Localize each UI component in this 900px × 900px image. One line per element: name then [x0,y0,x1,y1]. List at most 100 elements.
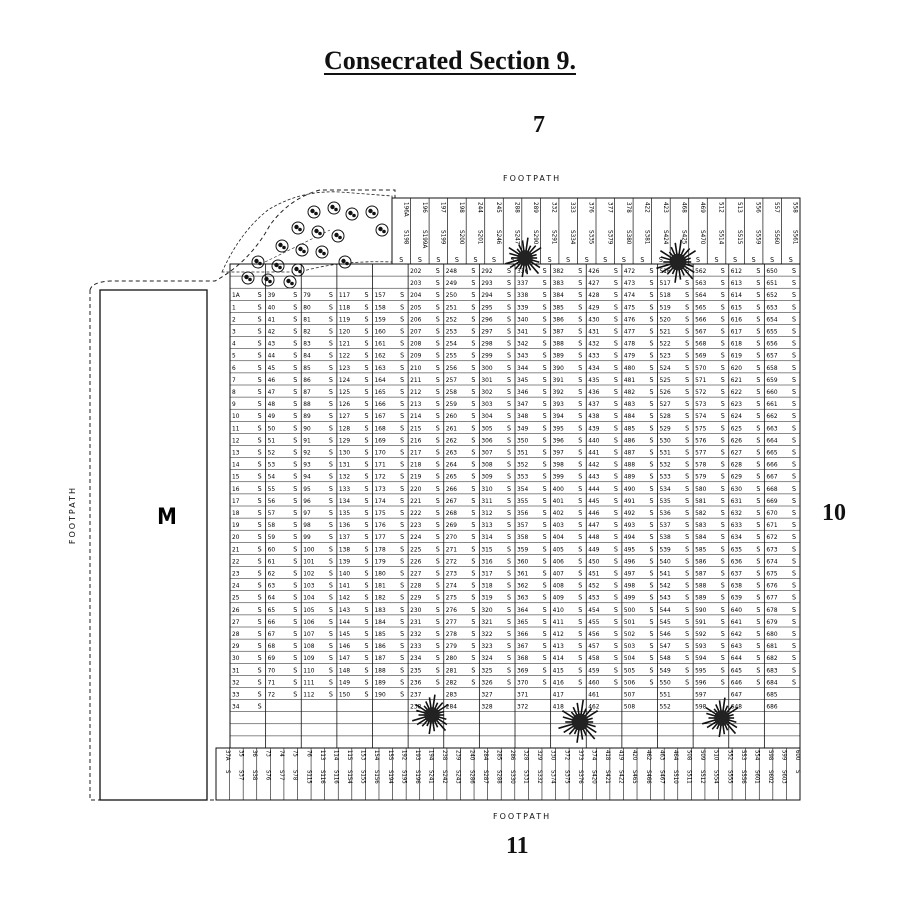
plot-number: 418 [553,703,564,711]
plot-number: 237 [410,691,421,699]
plot-number: 478 [624,340,635,348]
bottom-plot-grave: S554 [713,770,720,784]
top-plot-grave: S380 [625,230,632,245]
top-plot-s: S [511,256,515,264]
footpath-label-bottom: FOOTPATH [493,812,552,821]
plot-grave-s: S [365,376,369,384]
plot-grave-s: S [721,521,725,529]
plot-grave-s: S [293,461,297,469]
bottom-plot-grave: S116 [319,770,326,784]
plot-number: 258 [446,388,457,396]
plot-number: 620 [731,364,742,372]
plot-grave-s: S [578,303,582,311]
plot-grave-s: S [329,545,333,553]
plot-number: 303 [481,400,492,408]
bottom-plot-grave: S375 [563,770,570,784]
plot-number: 220 [410,485,421,493]
plot-number: 571 [695,376,706,384]
plot-number: 397 [553,449,564,457]
plot-grave-s: S [436,666,440,674]
row-grave-s: S [258,533,262,541]
bottom-plot-number: 192 [400,750,407,760]
plot-grave-s: S [507,364,511,372]
plot-number: 69 [268,654,276,662]
plot-number: 366 [517,630,528,638]
plot-number: 444 [588,485,599,493]
top-plot-grave: S334 [569,230,576,245]
top-plot-grave: S561 [792,230,799,245]
plot-number: 54 [268,473,276,481]
plot-grave-s: S [400,352,404,360]
plot-number: 206 [410,315,421,323]
plot-number: 358 [517,533,528,541]
plot-number: 522 [660,340,671,348]
row-number: 11 [232,424,240,432]
plot-number: 614 [731,291,742,299]
plot-number: 474 [624,291,635,299]
plot-grave-s: S [721,557,725,565]
plot-grave-s: S [756,291,760,299]
plot-number: 185 [375,630,386,638]
plot-grave-s: S [650,328,654,336]
plot-grave-s: S [650,497,654,505]
plot-grave-s: S [721,654,725,662]
plot-number: 205 [410,303,421,311]
plot-grave-s: S [400,485,404,493]
plot-grave-s: S [329,642,333,650]
plot-number: 346 [517,388,528,396]
plot-number: 183 [375,606,386,614]
plot-number: 348 [517,412,528,420]
bottom-plot-grave: S331 [523,770,530,784]
plot-number: 80 [303,303,311,311]
plot-grave-s: S [721,328,725,336]
plot-grave-s: S [507,376,511,384]
plot-number: 407 [553,570,564,578]
top-plot-grave: S470 [699,230,706,245]
plot-number: 308 [481,461,492,469]
plot-grave-s: S [650,678,654,686]
plot-grave-s: S [365,412,369,420]
plot-number: 275 [446,594,457,602]
plot-grave-s: S [650,449,654,457]
row-grave-s: S [258,485,262,493]
plot-grave-s: S [293,545,297,553]
plot-grave-s: S [650,400,654,408]
plot-number: 439 [588,424,599,432]
plot-grave-s: S [436,533,440,541]
row-number: 9 [232,400,236,408]
plot-grave-s: S [756,521,760,529]
plot-grave-s: S [685,436,689,444]
plot-grave-s: S [471,618,475,626]
plot-grave-s: S [578,533,582,541]
plot-number: 87 [303,388,311,396]
plot-grave-s: S [293,376,297,384]
bottom-plot-number: 75 [292,750,299,757]
plot-grave-s: S [400,473,404,481]
plot-grave-s: S [756,279,760,287]
plot-number: 655 [766,328,777,336]
plot-number: 227 [410,570,421,578]
plot-grave-s: S [578,461,582,469]
plot-number: 404 [553,533,564,541]
plot-number: 544 [660,606,671,614]
plot-grave-s: S [721,545,725,553]
plot-grave-s: S [507,328,511,336]
plot-number: 676 [766,582,777,590]
plot-grave-s: S [436,618,440,626]
bottom-plot-grave: S332 [536,770,543,784]
plot-number: 543 [660,594,671,602]
plot-grave-s: S [293,618,297,626]
plot-grave-s: S [507,291,511,299]
plot-number: 674 [766,557,777,565]
plot-number: 357 [517,521,528,529]
plot-number: 356 [517,509,528,517]
plot-grave-s: S [792,582,796,590]
plot-grave-s: S [293,364,297,372]
plot-number: 531 [660,449,671,457]
plot-grave-s: S [578,485,582,493]
plot-grave-s: S [756,473,760,481]
plot-grave-s: S [400,570,404,578]
plot-number: 166 [375,400,386,408]
plot-number: 139 [339,557,350,565]
plot-number: 390 [553,364,564,372]
